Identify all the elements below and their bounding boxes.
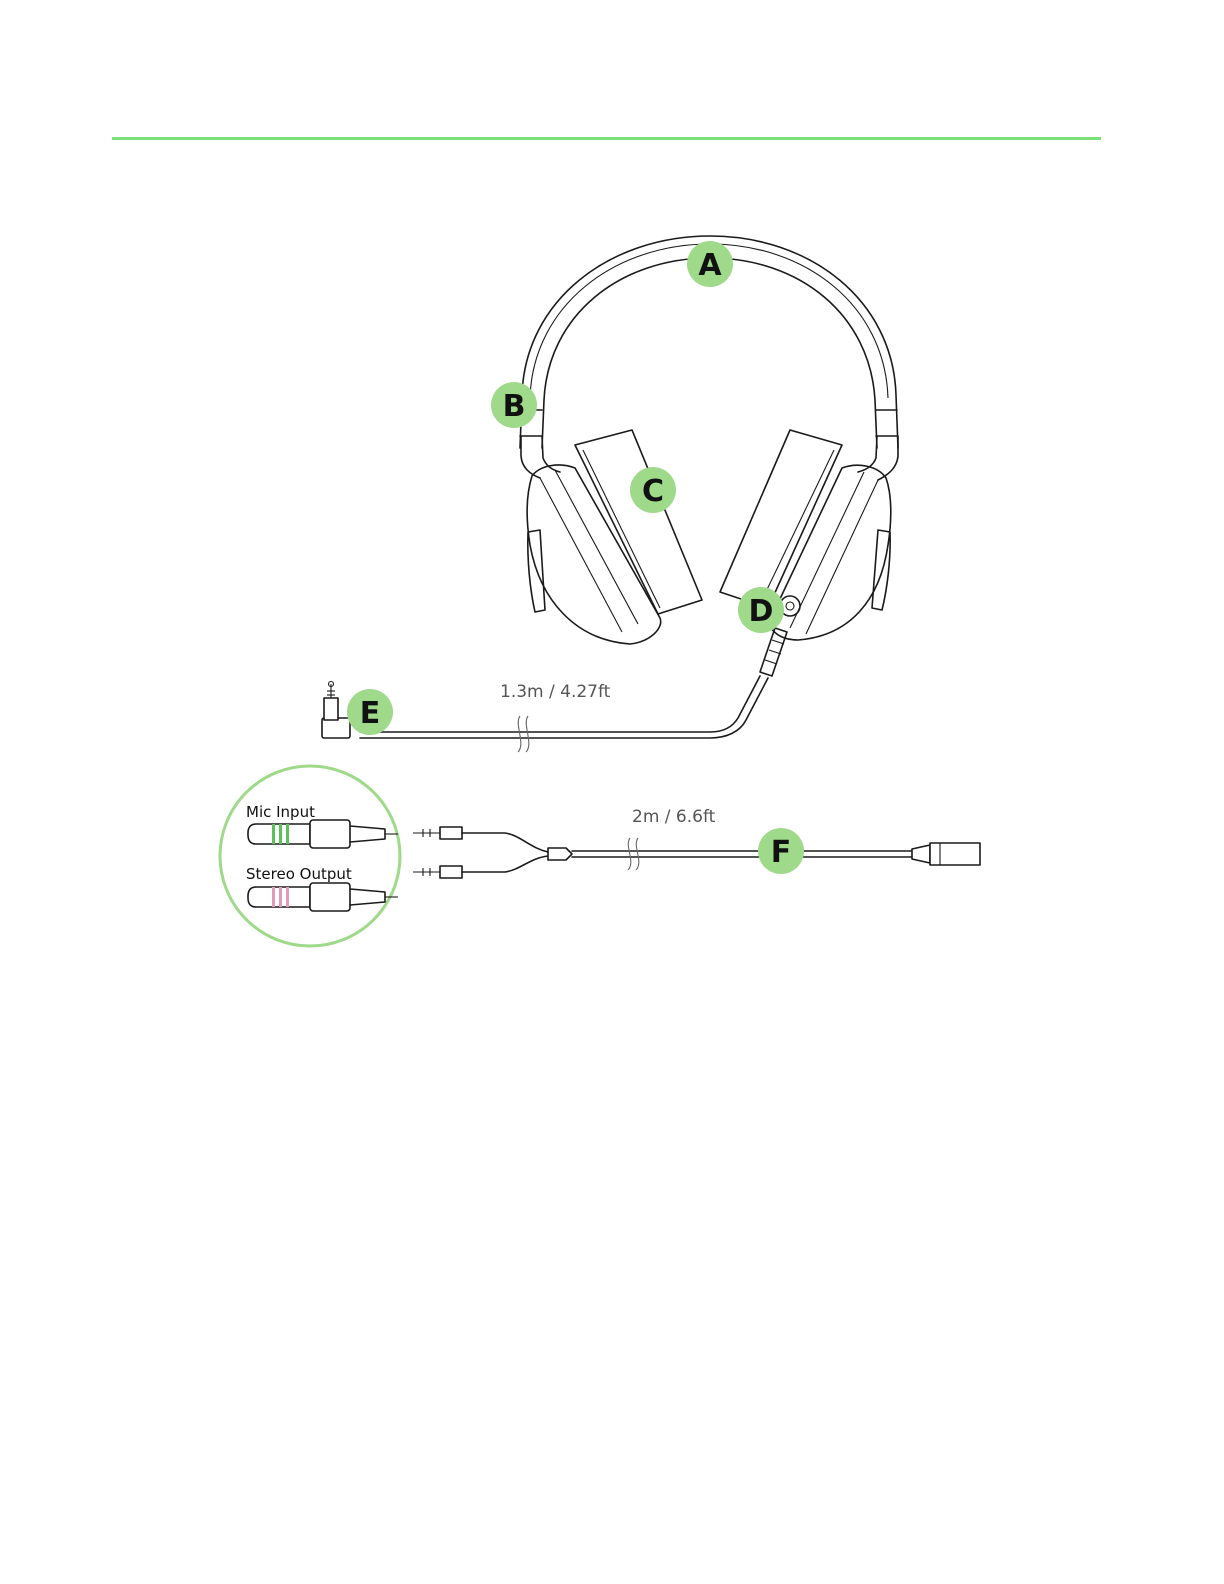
headset-cable-length: 1.3m / 4.27ft — [500, 682, 611, 702]
stereo-output-label: Stereo Output — [246, 865, 352, 883]
splitter-cable — [413, 826, 981, 879]
callout-b-label: B — [503, 389, 526, 424]
headband — [519, 235, 899, 481]
right-earcup — [719, 429, 892, 641]
plug-inset: Mic Input Stereo Output — [218, 764, 402, 948]
callout-c-label: C — [642, 474, 664, 509]
mic-plug-icon — [247, 819, 398, 849]
splitter-cable-length: 2m / 6.6ft — [632, 807, 716, 827]
callout-c: C — [630, 467, 676, 513]
headset-cable — [321, 627, 788, 753]
left-earcup — [526, 429, 703, 645]
stereo-plug-icon — [247, 882, 398, 912]
mic-input-label: Mic Input — [246, 803, 315, 821]
callout-b: B — [491, 382, 537, 428]
callout-a-label: A — [698, 248, 722, 283]
callout-f-label: F — [771, 835, 792, 870]
callout-e-label: E — [360, 696, 381, 731]
callout-e: E — [347, 689, 393, 735]
callout-f: F — [758, 828, 804, 874]
callout-a: A — [687, 241, 733, 287]
header-divider — [112, 137, 1101, 140]
callout-d: D — [738, 587, 784, 633]
callout-d-label: D — [749, 594, 774, 629]
